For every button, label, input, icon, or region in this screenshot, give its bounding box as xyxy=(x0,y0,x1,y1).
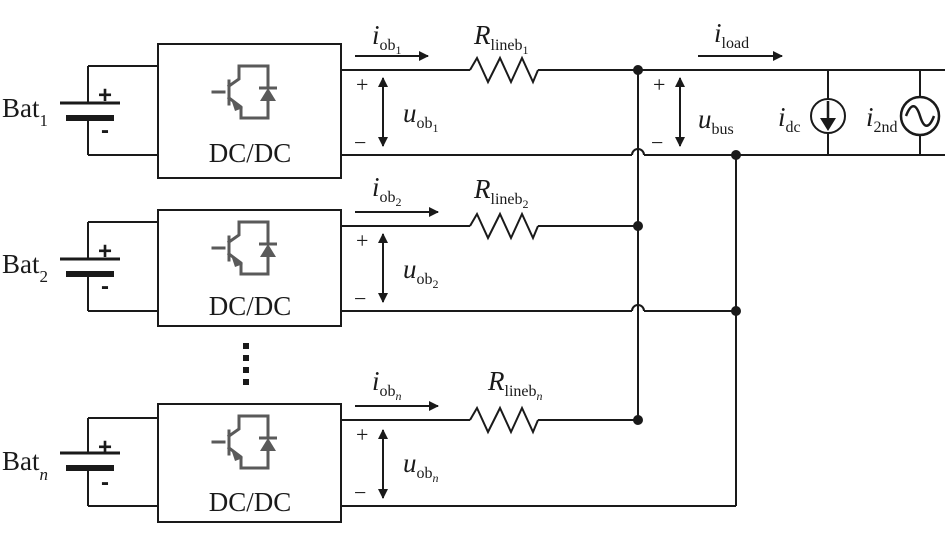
svg-text:uob1: uob1 xyxy=(403,98,439,135)
current-1-label: i xyxy=(372,20,380,50)
battery-n-plus: + xyxy=(98,434,112,461)
current-1-subsub: 1 xyxy=(396,43,402,57)
bus-voltage-sub: bus xyxy=(712,121,734,138)
svg-text:Rlineb2: Rlineb2 xyxy=(473,174,529,211)
current-1-sub: ob xyxy=(380,37,396,54)
svg-text:Rlineb1: Rlineb1 xyxy=(473,20,529,57)
svg-text:i2nd: i2nd xyxy=(866,102,898,136)
current-2-label: i xyxy=(372,172,380,202)
dc-bus: iload + − ubus idc i2nd xyxy=(637,18,945,506)
output-2: iob2 Rlineb2 + − uob2 xyxy=(341,172,741,316)
voltage-1-label: u xyxy=(403,98,417,128)
battery-2-minus: - xyxy=(101,273,109,300)
sine-wave-icon xyxy=(904,105,936,127)
igbt-switch-icon xyxy=(211,220,277,276)
current-n-label: i xyxy=(372,366,380,396)
resistor-1-sub: lineb xyxy=(491,37,523,54)
dc-current-source: idc xyxy=(778,98,846,136)
battery-2-subscript: 2 xyxy=(40,267,49,286)
resistor-2-label: R xyxy=(473,174,491,204)
second-harmonic-sub: 2nd xyxy=(874,119,898,136)
battery-1: Bat1 + - xyxy=(2,65,158,156)
voltage-2-minus: − xyxy=(354,286,366,311)
voltage-n-plus: + xyxy=(356,422,368,447)
svg-text:Bat2: Bat2 xyxy=(2,249,48,286)
voltage-n-subsub: n xyxy=(433,471,439,485)
voltage-1-plus: + xyxy=(356,72,368,97)
resistor-1-label: R xyxy=(473,20,491,50)
converter-1: DC/DC xyxy=(157,43,342,179)
resistor-n-label: R xyxy=(487,366,505,396)
resistor-2-subsub: 2 xyxy=(523,197,529,211)
battery-n: Batn + - xyxy=(2,417,158,507)
converter-2: DC/DC xyxy=(157,209,342,327)
stage-n: Batn + - DC/DC iobn Rlinebn xyxy=(2,366,736,523)
converter-1-label: DC/DC xyxy=(209,138,292,168)
resistor-2-sub: lineb xyxy=(491,191,523,208)
svg-text:uobn: uobn xyxy=(403,448,439,485)
output-n: iobn Rlinebn + − uobn xyxy=(341,366,736,507)
load-current-sub: load xyxy=(722,35,750,52)
voltage-1-sub: ob xyxy=(417,115,433,132)
battery-2-label: Bat xyxy=(2,249,40,279)
battery-1-subscript: 1 xyxy=(40,111,49,130)
svg-text:Bat1: Bat1 xyxy=(2,93,48,130)
resistor-1-subsub: 1 xyxy=(523,43,529,57)
battery-n-subscript: n xyxy=(40,465,49,484)
output-1: iob1 Rlineb1 + − uob1 xyxy=(341,20,730,156)
svg-text:Batn: Batn xyxy=(2,446,48,484)
current-2-sub: ob xyxy=(380,189,396,206)
bus-voltage-label: u xyxy=(698,104,712,134)
battery-2: Bat2 + - xyxy=(2,221,158,312)
current-n-sub: ob xyxy=(380,383,396,400)
current-n-subsub: n xyxy=(396,389,402,403)
current-2-subsub: 2 xyxy=(396,195,402,209)
voltage-2-subsub: 2 xyxy=(433,277,439,291)
svg-text:iload: iload xyxy=(714,18,749,52)
dc-current-sub: dc xyxy=(786,119,801,136)
second-harmonic-label: i xyxy=(866,102,874,132)
svg-text:Rlinebn: Rlinebn xyxy=(487,366,543,403)
bus-voltage-plus: + xyxy=(653,72,665,97)
converter-n-label: DC/DC xyxy=(209,487,292,517)
stage-2: Bat2 + - DC/DC iob2 Rlineb2 xyxy=(2,172,741,327)
battery-1-plus: + xyxy=(98,82,112,109)
voltage-n-minus: − xyxy=(354,480,366,505)
svg-text:iobn: iobn xyxy=(372,366,402,403)
voltage-1-minus: − xyxy=(354,130,366,155)
igbt-switch-icon xyxy=(211,414,277,470)
second-harmonic-source: i2nd xyxy=(866,95,941,137)
load-current-label: i xyxy=(714,18,722,48)
voltage-2-label: u xyxy=(403,254,417,284)
resistor-n-sub: lineb xyxy=(505,383,537,400)
bus-voltage-minus: − xyxy=(651,130,663,155)
battery-1-label: Bat xyxy=(2,93,40,123)
converter-n: DC/DC xyxy=(157,403,342,523)
svg-text:idc: idc xyxy=(778,102,801,136)
battery-1-minus: - xyxy=(101,117,109,144)
converter-2-label: DC/DC xyxy=(209,291,292,321)
stage-1: Bat1 + - DC/DC iob1 Rlineb1 xyxy=(2,20,730,179)
voltage-n-label: u xyxy=(403,448,417,478)
battery-n-label: Bat xyxy=(2,446,40,476)
svg-text:uob2: uob2 xyxy=(403,254,439,291)
battery-2-plus: + xyxy=(98,238,112,265)
igbt-switch-icon xyxy=(211,64,277,120)
continuation-dots xyxy=(243,343,249,385)
svg-text:ubus: ubus xyxy=(698,104,734,138)
voltage-2-sub: ob xyxy=(417,271,433,288)
voltage-n-sub: ob xyxy=(417,465,433,482)
battery-n-minus: - xyxy=(101,469,109,496)
voltage-2-plus: + xyxy=(356,228,368,253)
svg-text:iob1: iob1 xyxy=(372,20,402,57)
dc-current-label: i xyxy=(778,102,786,132)
resistor-n-subsub: n xyxy=(537,389,543,403)
svg-text:iob2: iob2 xyxy=(372,172,402,209)
voltage-1-subsub: 1 xyxy=(433,121,439,135)
